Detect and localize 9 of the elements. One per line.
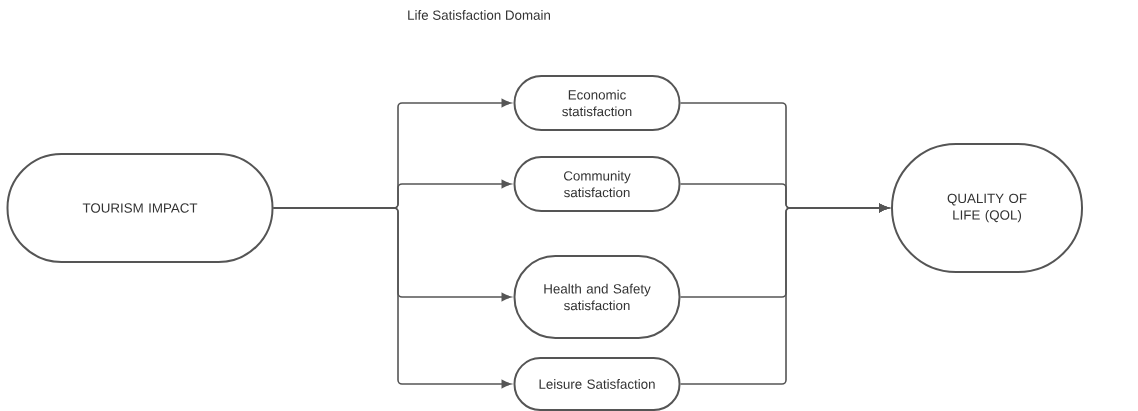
arrow xyxy=(679,203,889,385)
rounded-box: Health and Safety satisfaction xyxy=(513,255,681,339)
rounded-box: Leisure Satisfaction xyxy=(513,357,681,411)
rounded-box: TOURISM IMPACT xyxy=(6,153,274,263)
title: Life Satisfaction Domain xyxy=(408,10,550,20)
rounded-box: QUALITY OF LIFE (QOL) xyxy=(891,143,1083,273)
rounded-box: Economic statisfaction xyxy=(513,75,681,131)
rounded-box: Community satisfaction xyxy=(513,156,681,212)
arrow xyxy=(272,207,512,389)
